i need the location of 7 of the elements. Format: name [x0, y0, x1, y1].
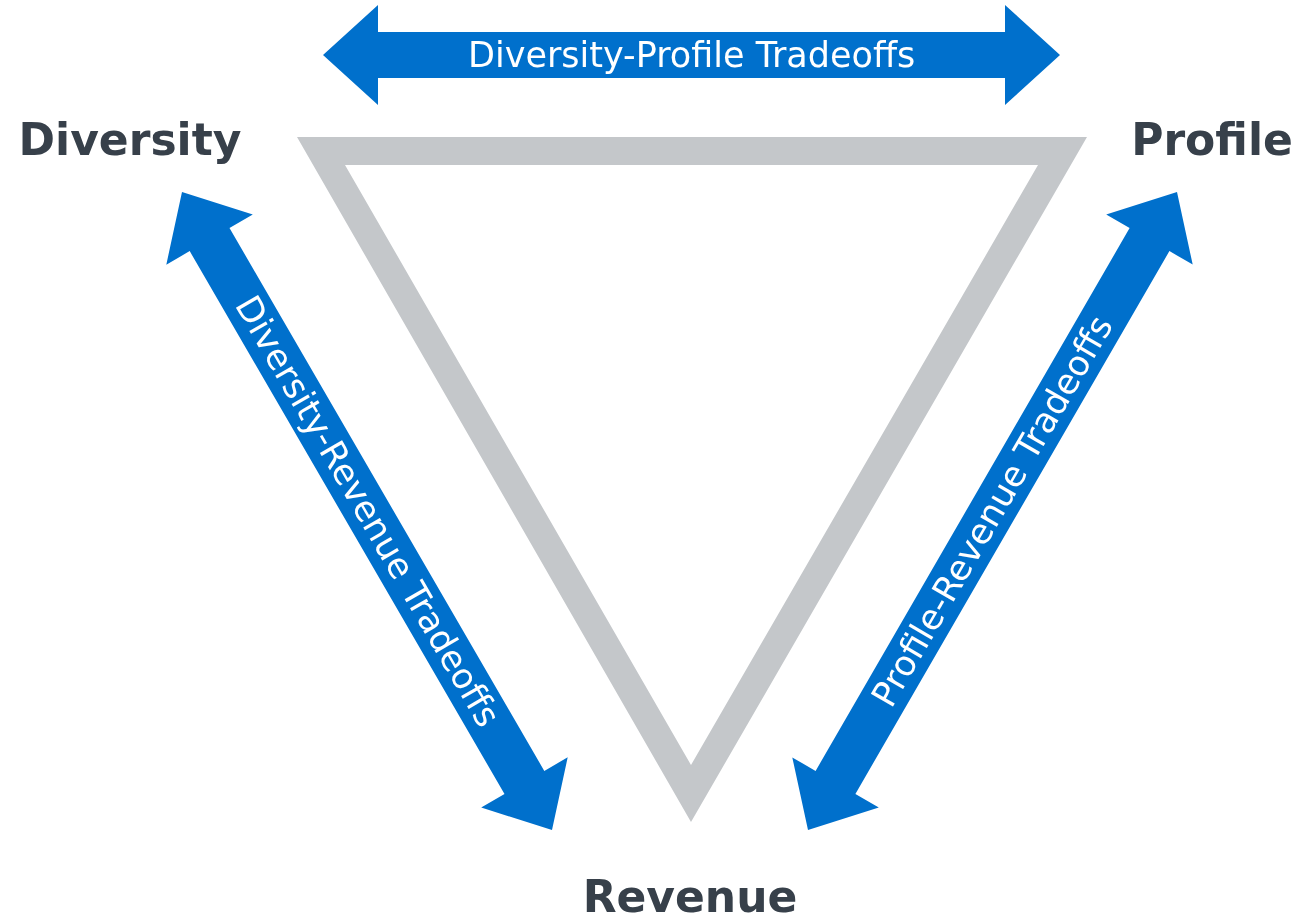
double-arrow: [323, 5, 1060, 105]
edge-label: Diversity-Profile Tradeoffs: [468, 35, 916, 74]
vertex-label: Revenue: [582, 872, 798, 920]
double-arrow: [166, 192, 568, 830]
double-arrow: [792, 192, 1193, 830]
vertex-label: Diversity: [18, 115, 242, 165]
vertex-label: Profile: [1131, 115, 1293, 165]
